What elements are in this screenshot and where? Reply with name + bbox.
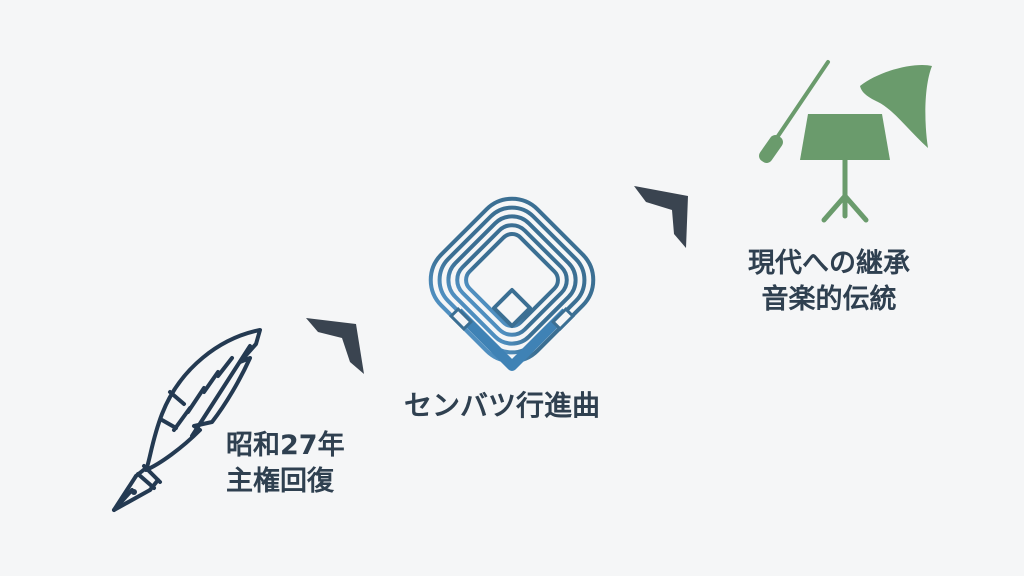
step-3-label: 現代への継承 音楽的伝統 bbox=[748, 246, 910, 318]
step-1-line-2: 主権回復 bbox=[226, 466, 334, 497]
chevron-arrow-icon bbox=[306, 318, 364, 374]
step-3-line-1: 現代への継承 bbox=[748, 248, 910, 279]
quill-pen-icon bbox=[112, 328, 262, 512]
step-1-label: 昭和27年 主権回復 bbox=[226, 428, 345, 500]
step-2-line-1: センバツ行進曲 bbox=[404, 389, 601, 422]
chevron-arrow-icon bbox=[634, 186, 688, 248]
baseball-stadium-icon bbox=[428, 196, 596, 371]
step-3-line-2: 音楽的伝統 bbox=[761, 284, 897, 315]
music-conducting-icon bbox=[759, 60, 932, 223]
step-2-label: センバツ行進曲 bbox=[404, 388, 600, 424]
step-1-line-1: 昭和27年 bbox=[226, 430, 345, 461]
